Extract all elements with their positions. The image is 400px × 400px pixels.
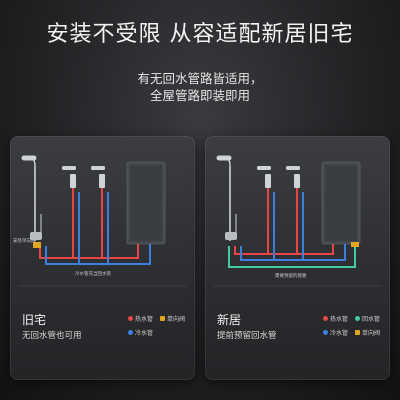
legend-hot: 热水管 xyxy=(128,314,153,323)
headline: 安装不受限 从容适配新居旧宅 xyxy=(46,22,354,47)
hot-dot-icon xyxy=(323,316,328,321)
water-heater-icon xyxy=(321,161,361,245)
cold-dot-icon xyxy=(128,330,133,335)
panel-name: 旧宅 xyxy=(22,313,47,327)
return-pipe xyxy=(228,244,356,268)
water-heater-icon xyxy=(126,161,166,245)
cold-pipe xyxy=(240,192,346,261)
subline-2: 全屋管路即装即用 xyxy=(149,88,250,103)
legend-valve: 单向阀 xyxy=(355,328,380,337)
hot-dot-icon xyxy=(128,316,133,321)
legend-return: 回水管 xyxy=(355,314,380,323)
cold-pipe xyxy=(45,192,151,265)
shower-icon xyxy=(216,155,237,241)
valve-dot-icon xyxy=(355,330,360,335)
panel-name: 新居 xyxy=(217,313,242,327)
panel-desc: 提前预留回水管 xyxy=(217,331,277,341)
new-house-panel: 需要预留的管路 新居 提前预留回水管 热水管 回水管 冷水管 单向阀 xyxy=(205,136,390,380)
hot-pipe xyxy=(234,188,334,255)
old-house-panel: 安装单向阀 冷水管充当回水管 旧宅 无回水管也可用 热水管 单向阀 冷水管 xyxy=(10,136,195,380)
return-dot-icon xyxy=(355,316,360,321)
subline-1: 有无回水管路皆适用， xyxy=(137,71,263,86)
valve-mark xyxy=(33,242,41,248)
faucet-icon xyxy=(257,166,300,188)
valve-dot-icon xyxy=(160,316,165,321)
hot-pipe xyxy=(39,188,139,259)
valve-mark xyxy=(351,242,359,247)
legend-valve: 单向阀 xyxy=(160,314,185,323)
pipe-label: 需要预留的管路 xyxy=(275,274,307,279)
panel-desc: 无回水管也可用 xyxy=(22,331,82,341)
pipe-label: 冷水管充当回水管 xyxy=(75,272,111,277)
legend-hot: 热水管 xyxy=(323,314,348,323)
unit-label: 安装单向阀 xyxy=(13,239,36,244)
cold-dot-icon xyxy=(323,330,328,335)
legend-cold: 冷水管 xyxy=(323,328,348,337)
faucet-icon xyxy=(62,166,105,188)
shower-icon xyxy=(21,155,42,241)
old-house-diagram xyxy=(18,155,187,287)
legend-cold: 冷水管 xyxy=(128,328,153,337)
new-house-diagram xyxy=(213,155,382,287)
